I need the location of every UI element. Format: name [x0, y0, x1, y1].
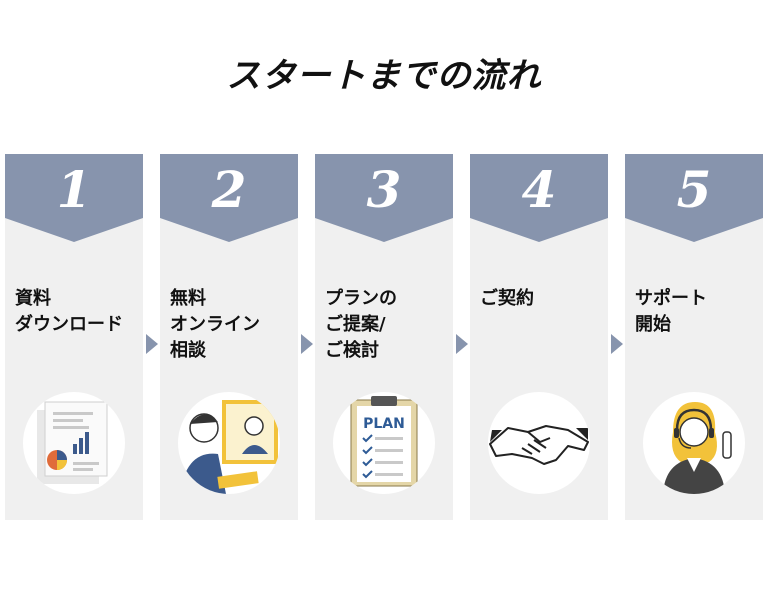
step-number: 3	[366, 160, 402, 219]
step-arrow	[456, 334, 468, 354]
step-card-5: 5 サポート 開始	[625, 154, 763, 520]
step-card-2: 2 無料 オンライン 相談	[160, 154, 298, 520]
step-label: プランの ご提案/ ご検討	[325, 288, 397, 361]
step-arrow	[146, 334, 158, 354]
step-card-3: 3 プランの ご提案/ ご検討 PLAN	[315, 154, 453, 520]
step-arrow	[301, 334, 313, 354]
step-card-4: 4 ご契約	[470, 154, 608, 520]
step-header: 4	[470, 154, 608, 242]
support-operator-icon	[643, 392, 745, 494]
online-meeting-icon	[178, 392, 280, 494]
step-arrow	[611, 334, 623, 354]
step-number: 1	[56, 160, 92, 219]
step-header: 2	[160, 154, 298, 242]
plan-label: PLAN	[363, 416, 405, 432]
handshake-icon	[488, 392, 590, 494]
step-number: 4	[521, 160, 557, 219]
page-title: スタートまでの流れ	[226, 56, 542, 96]
step-label: 資料 ダウンロード	[15, 288, 123, 335]
step-label: サポート 開始	[635, 288, 707, 335]
step-label: 無料 オンライン 相談	[170, 288, 260, 361]
plan-clipboard-icon: PLAN	[333, 392, 435, 494]
step-header: 3	[315, 154, 453, 242]
step-number: 2	[211, 160, 247, 219]
step-header: 1	[5, 154, 143, 242]
step-card-1: 1 資料 ダウンロード	[5, 154, 143, 520]
step-header: 5	[625, 154, 763, 242]
document-chart-icon	[23, 392, 125, 494]
step-label: ご契約	[480, 288, 534, 309]
step-number: 5	[676, 160, 712, 219]
